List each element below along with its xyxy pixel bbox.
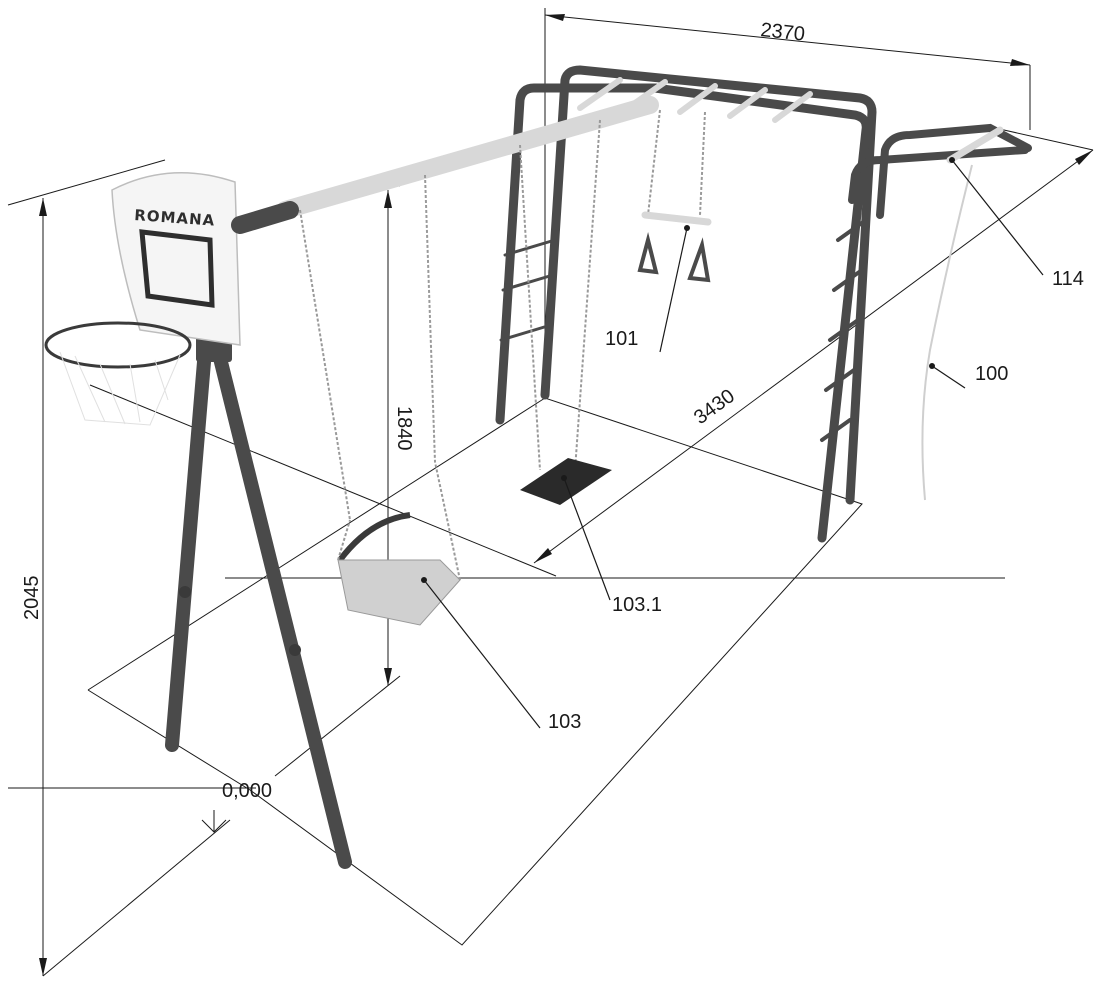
dimension-width-label: 2370 bbox=[759, 19, 806, 46]
dimension-length-label: 3430 bbox=[690, 385, 739, 429]
zero-level-marker: 0,000 bbox=[201, 780, 272, 833]
a-frame-post bbox=[165, 336, 352, 869]
callout-rings-label: 101 bbox=[605, 328, 638, 350]
climbing-rope bbox=[921, 164, 973, 501]
child-swing-seat bbox=[337, 461, 461, 626]
basketball-hoop bbox=[44, 321, 192, 426]
callout-handle: 114 bbox=[949, 157, 1084, 290]
backboard-logo: ROMANA bbox=[134, 206, 216, 230]
callout-rings: 101 bbox=[605, 225, 690, 353]
callout-seat-label: 103 bbox=[548, 711, 581, 733]
callout-board-label: 103.1 bbox=[612, 594, 662, 616]
callout-seat: 103 bbox=[421, 577, 581, 733]
swing-chains bbox=[299, 109, 706, 521]
callout-rope: 100 bbox=[929, 363, 1008, 389]
board-swing bbox=[520, 458, 612, 505]
top-crossbar bbox=[231, 96, 659, 234]
dimension-height-swing-label: 1840 bbox=[393, 406, 415, 451]
callout-handle-label: 114 bbox=[1052, 268, 1084, 290]
rings-trapeze bbox=[637, 211, 712, 283]
zero-level-label: 0,000 bbox=[222, 780, 272, 802]
dimension-height-total: 2045 bbox=[7, 159, 231, 977]
dimension-width: 2370 bbox=[544, 14, 1031, 130]
backboard: ROMANA bbox=[111, 171, 241, 346]
callout-board: 103.1 bbox=[561, 475, 662, 616]
main-frame bbox=[495, 65, 1032, 543]
callout-rope-label: 100 bbox=[975, 363, 1008, 385]
dimension-height-total-label: 2045 bbox=[21, 576, 43, 621]
